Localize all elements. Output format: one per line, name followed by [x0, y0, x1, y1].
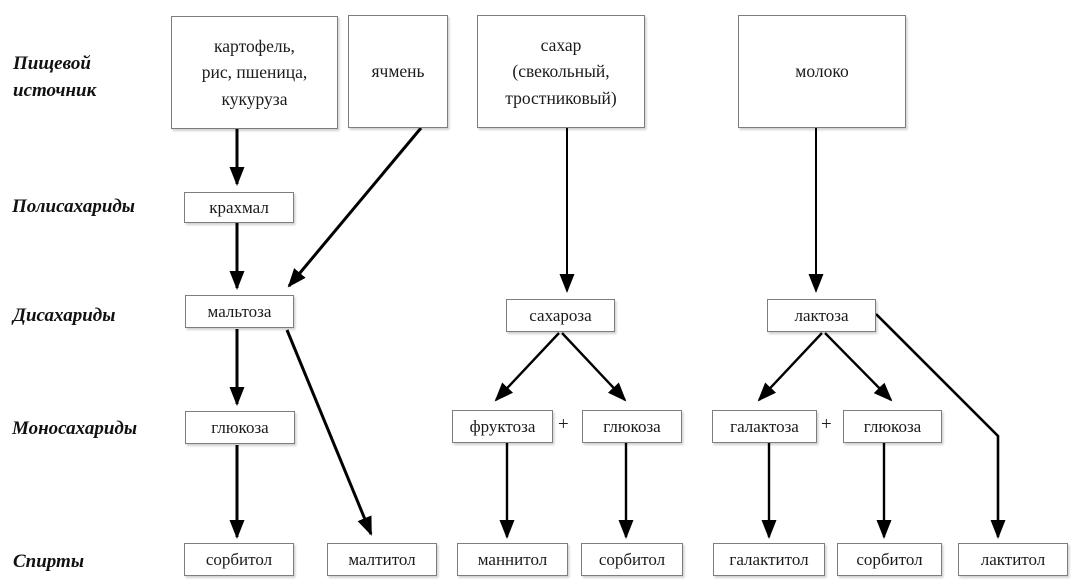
node-galactitol: галактитол [713, 543, 825, 576]
plus-sign-sucrose-split: + [558, 414, 569, 435]
plus-sign-lactose-split: + [821, 414, 832, 435]
row-label-disaccharides: Дисахариды [13, 305, 116, 326]
row-label-monosaccharides: Моносахариды [12, 418, 138, 439]
row-label-alcohols: Спирты [13, 551, 85, 572]
node-starch: крахмал [184, 192, 294, 223]
arrow-sucrose-to-glucose-2 [561, 332, 627, 402]
row-label-food-source: Пищевой источник [13, 53, 97, 101]
arrow-lactose-to-galactose [757, 332, 823, 402]
node-glucose-1: глюкоза [185, 411, 295, 444]
node-glucose-2: глюкоза [582, 410, 682, 443]
arrow-lactose-to-glucose-3 [824, 332, 893, 402]
node-maltose: мальтоза [185, 295, 294, 328]
row-label-polysaccharides: Полисахариды [12, 196, 135, 217]
node-galactose: галактоза [712, 410, 817, 443]
node-sucrose: сахароза [506, 299, 615, 332]
arrow-maltose-to-maltitol [285, 329, 373, 536]
arrow-sucrose-to-fructose [494, 332, 560, 402]
node-src-starch: картофель, рис, пшеница, кукуруза [171, 16, 338, 129]
node-sorbitol-1: сорбитол [184, 543, 294, 576]
node-lactitol: лактитол [958, 543, 1068, 576]
arrow-src-barley-to-maltose [287, 127, 423, 288]
node-lactose: лактоза [767, 299, 876, 332]
node-src-milk: молоко [738, 15, 906, 128]
node-glucose-3: глюкоза [843, 410, 942, 443]
node-sorbitol-2: сорбитол [581, 543, 683, 576]
node-src-barley: ячмень [348, 15, 448, 128]
node-src-sugar: сахар (свекольный, тростниковый) [477, 15, 645, 128]
node-mannitol: маннитол [457, 543, 568, 576]
node-sorbitol-3: сорбитол [837, 543, 942, 576]
node-fructose: фруктоза [452, 410, 553, 443]
node-maltitol: малтитол [327, 543, 437, 576]
